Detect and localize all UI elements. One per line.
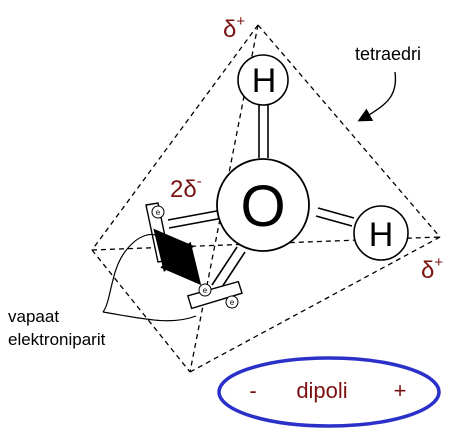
- electron-1: e: [151, 205, 165, 219]
- dipole-word: dipoli: [296, 378, 347, 403]
- electron-label: e: [165, 238, 170, 247]
- bond-o-h-top: [258, 103, 269, 158]
- dipole-ellipse: [217, 356, 441, 428]
- lone-pair-lower: [186, 280, 243, 310]
- electron-label: e: [230, 298, 235, 307]
- lone-pair-bond-lower: [211, 246, 246, 291]
- lone-pairs-label-line1: vapaat: [8, 307, 59, 326]
- atom-label: O: [240, 174, 285, 239]
- tetra-edge: [257, 24, 441, 238]
- electron-3: e: [198, 283, 212, 297]
- electron-4: e: [225, 295, 239, 309]
- bond-o-h-right: [315, 207, 355, 227]
- delta-plus-top: δ+: [223, 13, 245, 43]
- electron-label: e: [156, 208, 161, 217]
- lone-pairs-label-line2: elektroniparit: [8, 330, 106, 349]
- hydrogen-atom-top: H: [237, 54, 289, 106]
- tetra-edge: [189, 236, 441, 373]
- tetrahedron-label: tetraedri: [355, 44, 421, 64]
- atom-label: H: [252, 62, 277, 100]
- dipole-plus: +: [394, 378, 407, 403]
- tetra-edge: [91, 24, 259, 251]
- repulsion-arrow: [153, 228, 202, 286]
- dipole-annotation: - dipoli +: [217, 356, 441, 428]
- oxygen-atom: O: [216, 158, 310, 252]
- atom-label: H: [369, 216, 394, 254]
- two-delta-minus: 2δ-: [170, 173, 202, 203]
- lone-pair-bond-left: [167, 209, 224, 229]
- lone-pairs-pointer: [102, 233, 197, 322]
- hydrogen-atom-right: H: [353, 205, 409, 261]
- dipole-minus: -: [249, 378, 256, 403]
- tetrahedron-pointer-arrow: [357, 71, 397, 122]
- electron-label: e: [203, 286, 208, 295]
- electron-2: e: [160, 235, 174, 249]
- delta-plus-right: δ+: [421, 254, 443, 284]
- tetra-edge: [91, 249, 191, 373]
